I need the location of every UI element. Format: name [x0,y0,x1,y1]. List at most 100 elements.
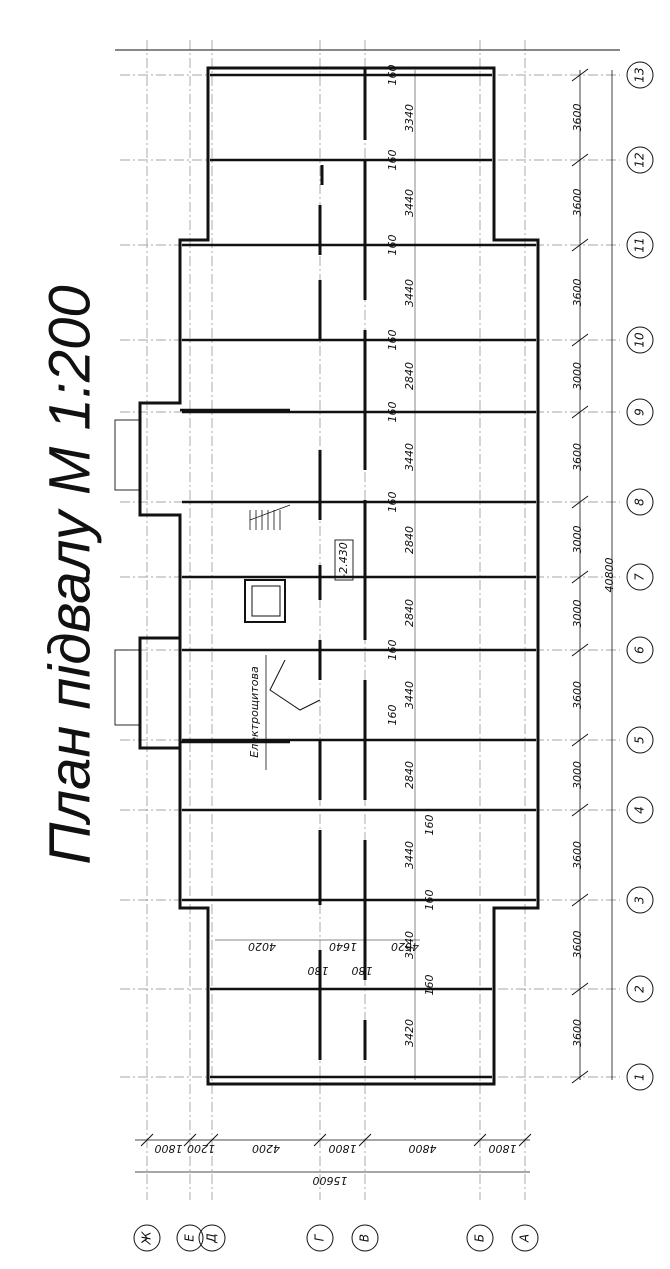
axis-label-numeric: 11 [633,237,647,252]
dimension-tick [571,153,589,167]
room-dimension-label: 2840 [403,599,416,627]
dimension-tick [571,733,589,747]
room-dimension-label: 4020 [248,940,276,953]
axis-label-letter: А [518,1234,532,1243]
bay-dimension-label: 3600 [571,189,584,217]
axis-label-letter: Г [313,1233,327,1241]
axis-label-numeric: 13 [633,67,647,82]
axis-label-letter: Ж [140,1230,154,1245]
wall-thickness-label: 180 [308,964,329,977]
dimension-tick [571,333,589,347]
axis-bubble-numeric [626,1063,654,1091]
lift-shaft [251,585,281,617]
bay-dimension-label: 3600 [571,443,584,471]
wall-thickness-label: 160 [386,640,399,661]
axis-label-numeric: 12 [633,152,647,167]
row-dimension-label: 4800 [409,1142,437,1155]
axis-bubble-letter [511,1224,539,1252]
axis-label-letter: Д [205,1233,219,1243]
level-mark: -2.430 [337,542,350,577]
room-dimension-label: 3440 [403,279,416,307]
bay-dimension-label: 3600 [571,104,584,132]
dimension-tick [571,68,589,82]
level-mark-box [334,539,354,581]
dimension-tick [571,405,589,419]
lift-shaft [244,579,286,623]
axis-bubble-letter [466,1224,494,1252]
axis-bubble-letter [351,1224,379,1252]
axis-bubble-numeric [626,488,654,516]
dimension-tick [473,1133,487,1147]
axis-bubble-numeric [626,796,654,824]
axis-bubble-letter [198,1224,226,1252]
axis-bubble-numeric [626,146,654,174]
row-dimension-label: 4200 [252,1142,280,1155]
axis-label-numeric: 3 [633,896,647,904]
wall-thickness-label: 160 [423,890,436,911]
axis-bubble-letter [133,1224,161,1252]
outer-wall [138,66,540,1086]
row-dimension-label: 1200 [187,1142,215,1155]
axis-bubble-numeric [626,563,654,591]
axis-bubble-numeric [626,636,654,664]
room-dimension-label: 3420 [403,1019,416,1047]
room-dimension-label: 3340 [403,104,416,132]
wall-thickness-label: 160 [386,235,399,256]
axis-label-numeric: 2 [633,985,647,993]
axis-label-numeric: 7 [633,573,647,581]
axis-label-numeric: 4 [633,806,647,814]
wall-thickness-label: 180 [352,964,373,977]
dimension-tick [571,803,589,817]
axis-bubble-numeric [626,326,654,354]
dimension-tick [183,1133,197,1147]
axis-bubble-numeric [626,61,654,89]
dimension-tick [140,1133,154,1147]
axis-label-letter: Е [183,1234,197,1242]
dimension-tick [571,1070,589,1084]
room-dimension-label: 2840 [403,761,416,789]
room-dimension-label: 2840 [403,526,416,554]
axis-label-numeric: 5 [633,736,647,744]
dimension-lines [135,68,613,1173]
room-dimension-label: 3440 [403,189,416,217]
axis-label-numeric: 8 [633,498,647,506]
row-dimension-label: 1800 [329,1142,357,1155]
bay-dimension-label: 3600 [571,279,584,307]
axis-label-numeric: 10 [633,332,647,348]
walls [114,49,620,1086]
wall-thickness-label: 160 [386,330,399,351]
axis-label-numeric: 9 [633,408,647,416]
axis-bubble-numeric [626,975,654,1003]
bay-dimension-label: 3000 [571,761,584,789]
room-label: Електрощитова [248,666,261,758]
axis-label-letter: Б [473,1234,487,1242]
dimension-tick [571,982,589,996]
axis-bubble-numeric [626,886,654,914]
dimension-tick [358,1133,372,1147]
wall-thickness-label: 160 [386,492,399,513]
room-dimension-label: 4620 [391,940,419,953]
room-dimension-label: 3440 [403,681,416,709]
entrance-porch [114,419,141,491]
room-dimension-label: 3440 [403,931,416,959]
dimension-tick [571,495,589,509]
wall-thickness-label: 160 [386,705,399,726]
axis-bubble-letter [176,1224,204,1252]
dimension-tick [571,643,589,657]
bay-dimension-label: 3000 [571,526,584,554]
wall-thickness-label: 160 [386,402,399,423]
axis-bubble-numeric [626,726,654,754]
axis-bubble-numeric [626,231,654,259]
grid-lines [120,40,620,1200]
wall-thickness-label: 160 [386,150,399,171]
entrance-porch [114,649,141,726]
stair-arrow [249,504,291,521]
room-dimension-label: 2840 [403,362,416,390]
switchboard-partition [269,659,321,711]
dimension-tick [571,570,589,584]
bay-dimension-label: 3000 [571,600,584,628]
bay-dimension-label: 3600 [571,841,584,869]
axis-label-numeric: 6 [633,646,647,654]
axis-label-numeric: 1 [633,1073,647,1081]
